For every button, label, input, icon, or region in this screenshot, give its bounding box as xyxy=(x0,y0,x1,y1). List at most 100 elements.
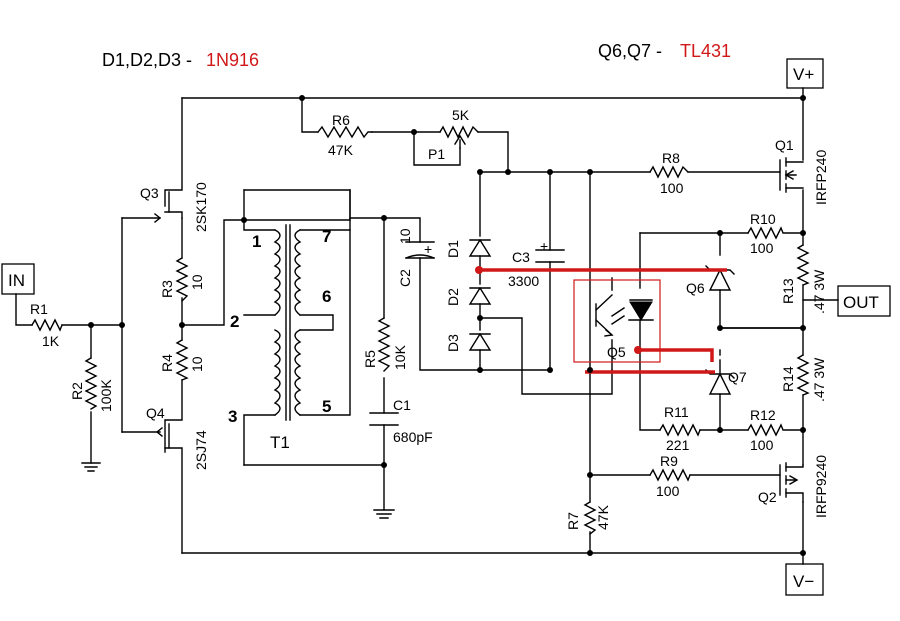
resistor-r8: R8 100 xyxy=(649,150,689,196)
resistor-r7: R7 47K xyxy=(565,501,611,535)
r8-ref: R8 xyxy=(662,150,680,166)
r9-ref: R9 xyxy=(660,453,678,469)
c3-value: 3300 xyxy=(508,273,539,289)
resistor-r2: R2 100K xyxy=(69,357,114,412)
in-label: IN xyxy=(8,271,25,290)
resistor-r4: R4 10 xyxy=(159,339,205,381)
resistor-r11: R11 221 xyxy=(659,404,701,453)
potentiometer-p1: 5K P1 xyxy=(428,107,479,162)
diode-type-value: 1N916 xyxy=(206,50,259,70)
resistor-r12: R12 100 xyxy=(747,407,784,453)
diode-type-prefix: D1,D2,D3 - xyxy=(102,50,192,70)
r5-value: 10K xyxy=(392,344,408,370)
t1-ref: T1 xyxy=(270,433,290,452)
r14-ref: R14 xyxy=(780,366,796,392)
t1-pin1: 1 xyxy=(252,232,261,251)
vplus-label: V+ xyxy=(793,65,814,84)
out-label: OUT xyxy=(843,293,879,312)
resistor-r5: R5 10K xyxy=(362,317,408,372)
vminus-terminal: V− xyxy=(785,563,824,596)
resistor-r1: R1 1K xyxy=(30,301,63,349)
r12-value: 100 xyxy=(750,437,774,453)
r7-ref: R7 xyxy=(565,512,581,530)
r3-value: 10 xyxy=(189,274,205,290)
resistor-r3: R3 10 xyxy=(159,257,205,302)
r10-value: 100 xyxy=(750,240,774,256)
t1-pin3: 3 xyxy=(228,407,237,426)
d2-ref: D2 xyxy=(445,288,461,306)
out-terminal: OUT xyxy=(837,285,891,317)
capacitor-c3: + C3 3300 xyxy=(508,238,565,289)
resistor-r10: R10 100 xyxy=(747,211,784,256)
capacitor-c1: C1 680pF xyxy=(369,397,433,445)
q1-ref: Q1 xyxy=(775,137,794,153)
c3-ref: C3 xyxy=(512,249,530,265)
resistor-r14: R14 .47 3W xyxy=(780,354,827,402)
r1-ref: R1 xyxy=(30,301,48,317)
r12-ref: R12 xyxy=(750,407,776,423)
resistor-r13: R13 .47 3W xyxy=(780,244,827,314)
in-terminal: IN xyxy=(1,263,35,295)
r5-ref: R5 xyxy=(362,350,378,368)
r7-value: 47K xyxy=(595,504,611,530)
c2-ref: C2 xyxy=(397,269,413,287)
r3-ref: R3 xyxy=(159,280,175,298)
c2-value: 10 xyxy=(397,228,413,244)
r14-value: .47 3W xyxy=(811,357,827,402)
red-modification-wires xyxy=(475,266,727,374)
c1-value: 680pF xyxy=(393,429,433,445)
r11-ref: R11 xyxy=(664,404,689,420)
jfet-q3: Q3 2SK170 xyxy=(140,182,209,232)
q5-ref: Q5 xyxy=(607,344,626,360)
q1-value: IRFP240 xyxy=(813,150,829,205)
r6-ref: R6 xyxy=(332,112,350,128)
r6-value: 47K xyxy=(328,142,354,158)
q6-ref: Q6 xyxy=(686,280,705,296)
t1-pin6: 6 xyxy=(322,287,331,306)
q3-value: 2SK170 xyxy=(193,182,209,232)
r2-ref: R2 xyxy=(69,382,85,400)
junction-dots xyxy=(88,95,806,556)
p1-value: 5K xyxy=(452,107,470,123)
r9-value: 100 xyxy=(656,483,680,499)
mosfet-q2: Q2 IRFP9240 xyxy=(758,455,829,518)
r4-ref: R4 xyxy=(159,354,175,372)
r13-ref: R13 xyxy=(780,278,796,304)
d3-ref: D3 xyxy=(445,334,461,352)
t1-pin7: 7 xyxy=(322,227,331,246)
q7-ref: Q7 xyxy=(728,369,747,385)
t1-pin5: 5 xyxy=(322,397,331,416)
jfet-q4: Q4 2SJ74 xyxy=(146,405,209,470)
q4-value: 2SJ74 xyxy=(193,430,209,470)
t1-pin2: 2 xyxy=(230,312,239,331)
capacitor-c2: + C2 10 xyxy=(397,228,435,287)
r10-ref: R10 xyxy=(750,211,776,227)
mosfet-q1: Q1 IRFP240 xyxy=(775,137,829,205)
wires xyxy=(15,87,839,565)
vminus-label: V− xyxy=(793,572,814,591)
q3-ref: Q3 xyxy=(140,185,159,201)
c2-plus: + xyxy=(424,241,432,257)
resistor-r9: R9 100 xyxy=(649,453,691,499)
c3-plus: + xyxy=(540,238,548,254)
d1-ref: D1 xyxy=(445,240,461,258)
p1-ref: P1 xyxy=(428,146,445,162)
shunt-reg-q7: Q7 xyxy=(705,359,747,395)
r2-value: 100K xyxy=(98,379,114,412)
r4-value: 10 xyxy=(189,356,205,372)
q4-ref: Q4 xyxy=(146,405,165,421)
shunt-reg-q6: Q6 xyxy=(686,265,735,296)
q-type-prefix: Q6,Q7 - xyxy=(598,41,662,61)
r8-value: 100 xyxy=(660,180,684,196)
q2-value: IRFP9240 xyxy=(813,455,829,518)
diode-d3: D3 xyxy=(445,332,492,352)
transformer-t1: 1 2 3 5 6 7 T1 xyxy=(228,224,331,452)
r11-value: 221 xyxy=(666,437,690,453)
r1-value: 1K xyxy=(42,333,60,349)
q-type-value: TL431 xyxy=(680,41,731,61)
diode-d1: D1 xyxy=(445,238,492,258)
vplus-terminal: V+ xyxy=(786,58,824,89)
r13-value: .47 3W xyxy=(811,269,827,314)
